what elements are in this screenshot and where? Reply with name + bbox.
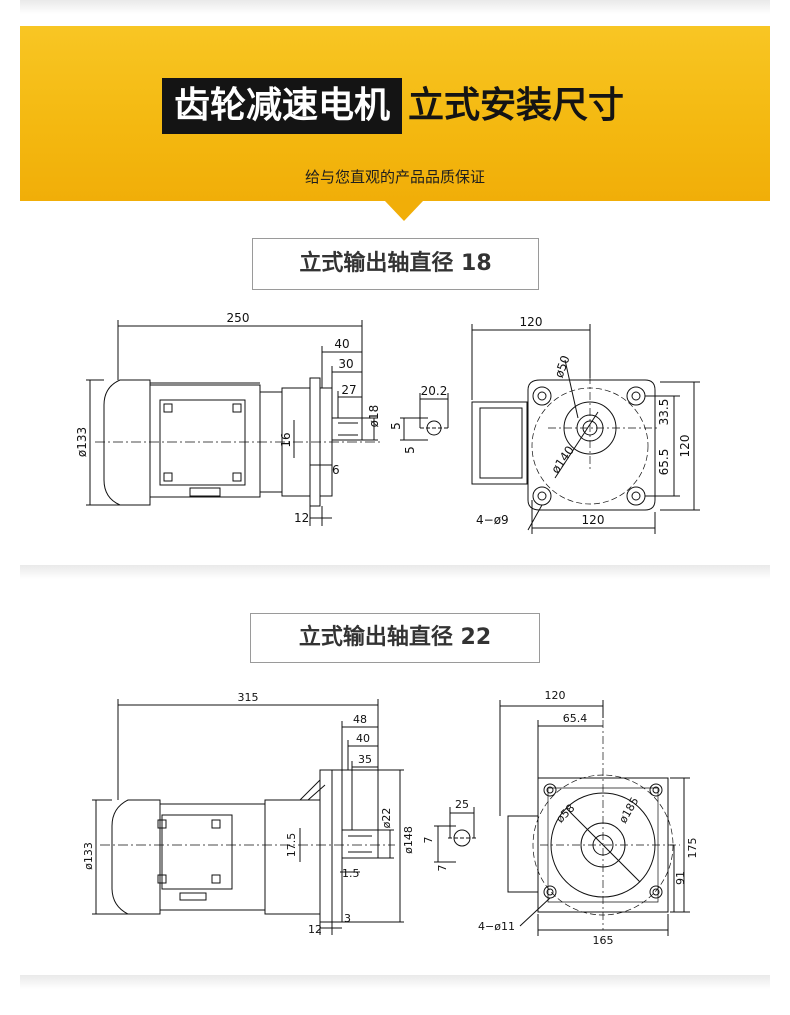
hero-banner: 齿轮减速电机立式安装尺寸 给与您直观的产品品质保证 [20,26,770,201]
dim-17-5: 17.5 [285,833,298,858]
dim-91: 91 [674,871,687,885]
dim-6: 6 [332,463,340,477]
dim-65-4: 65.4 [563,712,588,725]
dim-40: 40 [334,337,349,351]
dim-25: 25 [455,798,469,811]
dim-165: 165 [593,934,614,947]
bottom-shadow-band [20,975,770,989]
dim-5-bottom: 5 [403,446,417,454]
dim-front-120-top: 120 [520,315,543,329]
section-title-shaft-22: 立式输出轴直径 22 [250,613,540,663]
dim-phi148: ø148 [402,826,415,854]
dim-phi22: ø22 [380,808,393,829]
dim-315: 315 [238,691,259,704]
drawing-shaft-18: 250 40 30 27 ø18 16 6 12 ø133 20.2 5 5 1… [75,311,700,534]
hero-title: 齿轮减速电机立式安装尺寸 [20,78,770,134]
dim-1-5: 1.5 [342,867,360,880]
dim-front-120-bottom: 120 [582,513,605,527]
dim-7-bottom: 7 [436,865,449,872]
motor-side-view-22 [111,769,379,923]
dim-48: 48 [353,713,367,726]
dim-27: 27 [341,383,356,397]
dim-250: 250 [227,311,250,325]
dim-phi133: ø133 [75,427,89,457]
flange-front-view-18 [471,379,656,511]
hero-subtitle: 给与您直观的产品品质保证 [304,168,485,186]
dim-3: 3 [344,912,351,925]
dim-65-5: 65.5 [657,449,671,476]
dim-phi58: ø58 [554,802,578,826]
dim-16: 16 [279,432,293,447]
hero-pointer [385,201,423,221]
dim-20-2: 20.2 [421,384,448,398]
dim-12: 12 [294,511,309,525]
dim-5-top: 5 [389,422,403,430]
dim-40: 40 [356,732,370,745]
dim-7-top: 7 [422,837,435,844]
top-shadow-band [20,0,770,14]
section-title-shaft-18: 立式输出轴直径 18 [252,238,539,290]
dim-30: 30 [338,357,353,371]
dim-phi18: ø18 [367,405,381,428]
middle-shadow-band [20,565,770,579]
dim-35: 35 [358,753,372,766]
dim-front-120-side: 120 [678,435,692,458]
drawing-shaft-22: 315 48 40 35 ø22 ø148 17.5 1.5 3 12 ø133… [82,689,699,947]
dim-175: 175 [686,838,699,859]
hero-title-highlight: 齿轮减速电机 [161,78,402,134]
dim-33-5: 33.5 [657,399,671,426]
dim-phi133: ø133 [82,842,95,870]
dim-phi185: ø185 [616,795,641,826]
dim-12: 12 [308,923,322,936]
dim-holes-4-phi9: 4−ø9 [476,513,509,527]
dim-holes-4-phi11: 4−ø11 [478,920,515,933]
dim-front-120-top: 120 [545,689,566,702]
hero-title-rest: 立式安装尺寸 [408,85,625,126]
